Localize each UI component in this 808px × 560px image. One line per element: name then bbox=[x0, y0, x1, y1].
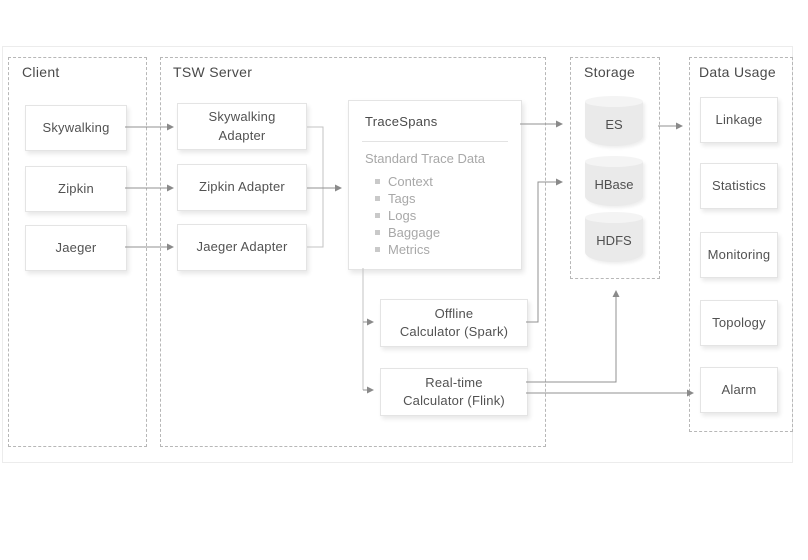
trace-spans-divider bbox=[362, 141, 508, 142]
data-usage-section-title: Data Usage bbox=[699, 64, 776, 80]
jaeger-adapter-box: Jaeger Adapter bbox=[177, 224, 307, 271]
data-usage-section bbox=[689, 57, 793, 432]
bullet-icon bbox=[375, 230, 380, 235]
client-zipkin-box: Zipkin bbox=[25, 166, 127, 212]
trace-field-label: Tags bbox=[388, 191, 416, 206]
zipkin-adapter-box: Zipkin Adapter bbox=[177, 164, 307, 211]
database-cylinder-top bbox=[585, 156, 643, 167]
database-cylinder-top bbox=[585, 212, 643, 223]
hdfs-database: HDFS bbox=[585, 212, 643, 262]
database-cylinder-top bbox=[585, 96, 643, 107]
bullet-icon bbox=[375, 247, 380, 252]
realtime-calculator-box: Real-time Calculator (Flink) bbox=[380, 368, 528, 416]
client-section bbox=[8, 57, 147, 447]
realtime-calculator-line1: Real-time bbox=[425, 374, 483, 390]
hbase-database: HBase bbox=[585, 156, 643, 206]
offline-calculator-line1: Offline bbox=[434, 305, 474, 321]
es-database: ES bbox=[585, 96, 643, 146]
trace-field-label: Logs bbox=[388, 208, 417, 223]
client-section-title: Client bbox=[22, 64, 60, 80]
usage-linkage-box: Linkage bbox=[700, 97, 778, 143]
database-cylinder-icon bbox=[585, 217, 643, 262]
trace-spans-panel: TraceSpans Standard Trace Data Context T… bbox=[348, 100, 522, 270]
trace-field-label: Context bbox=[388, 174, 433, 189]
bullet-icon bbox=[375, 179, 380, 184]
usage-topology-box: Topology bbox=[700, 300, 778, 346]
bullet-icon bbox=[375, 196, 380, 201]
bullet-icon bbox=[375, 213, 380, 218]
trace-field-logs: Logs bbox=[375, 207, 440, 224]
database-cylinder-icon bbox=[585, 161, 643, 206]
storage-section bbox=[570, 57, 660, 279]
hbase-label: HBase bbox=[594, 177, 634, 192]
trace-spans-subtitle: Standard Trace Data bbox=[365, 151, 485, 166]
realtime-calculator-line2: Calculator (Flink) bbox=[403, 393, 505, 408]
tsw-server-section-title: TSW Server bbox=[173, 64, 253, 80]
trace-spans-title: TraceSpans bbox=[365, 114, 438, 129]
database-cylinder-icon bbox=[585, 101, 643, 146]
trace-field-label: Metrics bbox=[388, 242, 430, 257]
trace-field-tags: Tags bbox=[375, 190, 440, 207]
storage-section-title: Storage bbox=[584, 64, 636, 80]
skywalking-adapter-box: Skywalking Adapter bbox=[177, 103, 307, 150]
usage-statistics-box: Statistics bbox=[700, 163, 778, 209]
trace-field-metrics: Metrics bbox=[375, 241, 440, 258]
trace-field-label: Baggage bbox=[388, 225, 441, 240]
client-skywalking-box: Skywalking bbox=[25, 105, 127, 151]
hdfs-label: HDFS bbox=[596, 233, 632, 248]
offline-calculator-line2: Calculator (Spark) bbox=[399, 324, 509, 339]
client-jaeger-box: Jaeger bbox=[25, 225, 127, 271]
trace-spans-field-list: Context Tags Logs Baggage Metrics bbox=[375, 173, 440, 258]
es-label: ES bbox=[605, 117, 623, 132]
trace-field-context: Context bbox=[375, 173, 440, 190]
usage-alarm-box: Alarm bbox=[700, 367, 778, 413]
trace-field-baggage: Baggage bbox=[375, 224, 440, 241]
offline-calculator-box: Offline Calculator (Spark) bbox=[380, 299, 528, 347]
usage-monitoring-box: Monitoring bbox=[700, 232, 778, 278]
